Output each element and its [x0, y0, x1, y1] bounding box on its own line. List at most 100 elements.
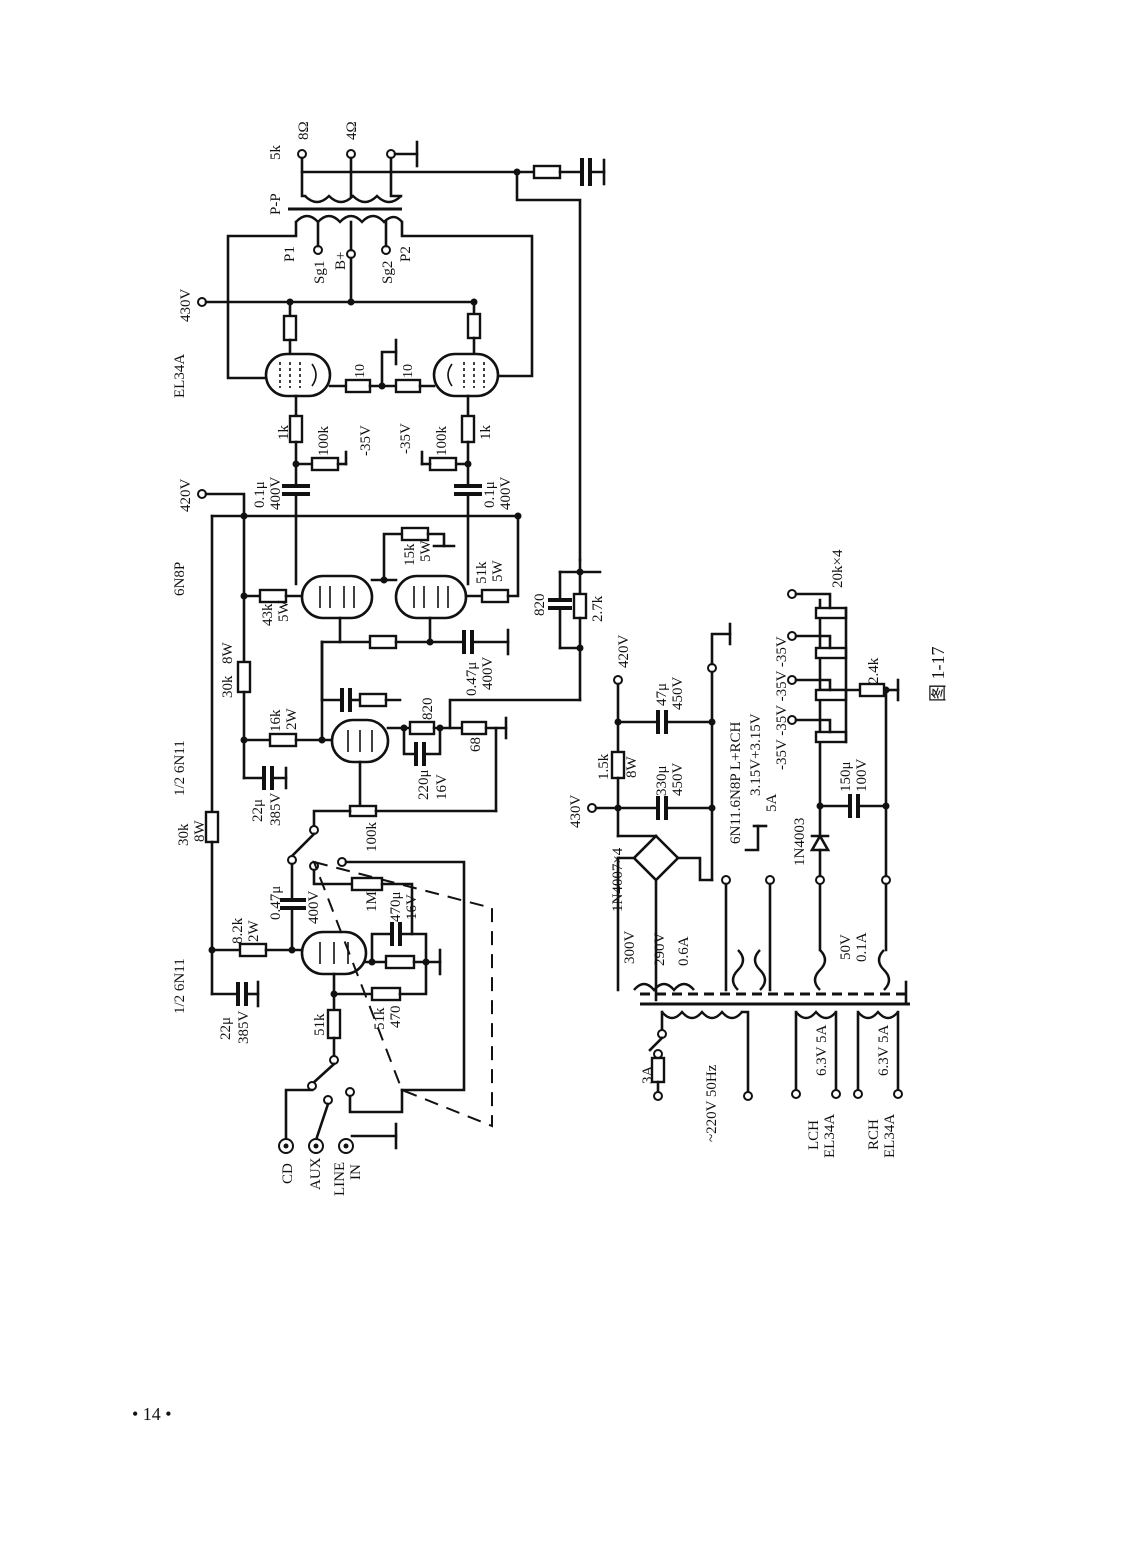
- label-68: 68: [468, 737, 484, 752]
- phase-splitter-stage: [197, 489, 602, 814]
- bridge-rectifier: [632, 834, 680, 882]
- rch-heater-terminal[interactable]: [853, 1089, 863, 1099]
- label-4ohm: 4Ω: [344, 121, 360, 140]
- label-047u-b-v: 400V: [480, 657, 496, 691]
- label-sg2: Sg2: [380, 261, 396, 284]
- label-30k-a: 30k: [220, 675, 236, 698]
- label-in-aux: AUX: [308, 1157, 324, 1190]
- label-16k: 16k: [268, 709, 284, 732]
- second-gain-stage: [236, 640, 508, 828]
- bias-pot-3[interactable]: [814, 688, 848, 702]
- label-ps-15k-w: 8W: [624, 756, 640, 779]
- label-cap-400v-b: 400V: [498, 477, 514, 511]
- label-82k-w: 2W: [246, 920, 262, 943]
- label-heater-b: 3.15V+3.15V: [748, 713, 764, 796]
- label-047u-b: 0.47μ: [464, 662, 480, 696]
- label-22u-b: 22μ: [218, 1017, 234, 1040]
- label-heater-c: 5A: [764, 794, 780, 813]
- label-bias-150u-v: 100V: [854, 759, 870, 793]
- label-bias-24k: 2.4k: [866, 657, 882, 684]
- power-supply: [587, 622, 910, 1101]
- label-cap-01u-a: 0.1μ: [252, 481, 268, 508]
- label-pot-100k: 100k: [364, 822, 380, 853]
- label-1k-b: 1k: [478, 425, 494, 441]
- label-6n11-half-a: 1/2 6N11: [172, 740, 188, 796]
- label-22u-b-v: 385V: [236, 1011, 252, 1045]
- label-ps-330u: 330μ: [654, 765, 670, 796]
- label-in-line: LINE: [332, 1162, 348, 1196]
- bias-supply: [787, 589, 900, 991]
- volume-potentiometer[interactable]: [348, 804, 378, 818]
- label-ps-47u-v: 450V: [670, 677, 686, 711]
- input-stage: [204, 810, 493, 1154]
- label-bias-01a: 0.1A: [854, 932, 870, 962]
- bias-pot-4[interactable]: [814, 730, 848, 744]
- label-22u-a: 22μ: [250, 799, 266, 822]
- label-047u-a: 0.47μ: [268, 886, 284, 920]
- label-220u: 220μ: [416, 769, 432, 800]
- label-ps-300v: 300V: [622, 931, 638, 965]
- label-51k-w: 5W: [490, 560, 506, 583]
- label-6n11-half-b: 1/2 6N11: [172, 958, 188, 1014]
- bias-pot-2[interactable]: [814, 646, 848, 660]
- label-p2: P2: [398, 246, 414, 262]
- label-ps-mains: ~220V 50Hz: [704, 1064, 720, 1142]
- label-30k-b-w: 8W: [192, 820, 208, 843]
- label-bias-150u: 150μ: [838, 761, 854, 792]
- output-stage: [197, 297, 500, 586]
- label-lch-v: 6.3V 5A: [814, 1024, 830, 1076]
- label-15k-w: 5W: [418, 540, 434, 563]
- label-470: 470: [388, 1006, 404, 1029]
- label-cap-01u-b: 0.1μ: [482, 481, 498, 508]
- label-100k-b: 100k: [434, 426, 450, 457]
- label-cap-400v-a: 400V: [268, 477, 284, 511]
- mains-neutral-terminal[interactable]: [743, 1091, 753, 1101]
- label-ps-15k: 1.5k: [596, 753, 612, 780]
- 6n8p-tube-left: [300, 574, 374, 620]
- label-1k-a: 1k: [276, 425, 292, 441]
- label-lch: LCH: [806, 1120, 822, 1150]
- feedback-resistor: [532, 164, 562, 180]
- label-43k-w: 5W: [276, 600, 292, 623]
- el34a-tube-right: [432, 352, 500, 398]
- label-grid-10-b: 10: [401, 364, 416, 378]
- label-neg35-b: -35V: [398, 423, 414, 454]
- label-820-fb: 820: [532, 594, 548, 617]
- label-51k: 51k: [474, 561, 490, 584]
- lch-heater-terminal[interactable]: [791, 1089, 801, 1099]
- label-in-in: IN: [348, 1164, 364, 1180]
- label-ps-330u-v: 450V: [670, 763, 686, 797]
- label-ps-06a: 0.6A: [676, 936, 692, 966]
- label-16k-w: 2W: [284, 708, 300, 731]
- label-ps-430v: 430V: [568, 795, 584, 829]
- label-pp: P-P: [268, 193, 284, 215]
- label-430v: 430V: [178, 289, 194, 323]
- label-heater-a: 6N11.6N8P L+RCH: [728, 721, 744, 844]
- label-420v: 420V: [178, 479, 194, 513]
- label-15k: 15k: [402, 543, 418, 566]
- label-220u-v: 16V: [434, 774, 450, 800]
- label-30k-b: 30k: [176, 823, 192, 846]
- mains-live-terminal[interactable]: [653, 1091, 663, 1101]
- label-51k-in: 51k: [312, 1013, 328, 1036]
- label-820-k: 820: [420, 698, 436, 721]
- label-rch-v: 6.3V 5A: [876, 1024, 892, 1076]
- label-lch-tube: EL34A: [822, 1114, 838, 1158]
- label-6n8p: 6N8P: [172, 562, 188, 596]
- label-neg35-a: -35V: [358, 425, 374, 456]
- 6n8p-tube-right: [394, 574, 468, 620]
- label-bias-diode: 1N4003: [792, 818, 808, 866]
- label-grid-10-a: 10: [353, 364, 368, 378]
- figure-caption: 图 1-17: [928, 647, 948, 703]
- output-transformer: [226, 140, 606, 562]
- label-rch: RCH: [866, 1119, 882, 1150]
- label-30k-a-w: 8W: [220, 642, 236, 665]
- bias-pot-1[interactable]: [814, 606, 848, 620]
- label-el34a: EL34A: [172, 354, 188, 398]
- labels: 8Ω 4Ω 5k P-P P1 Sg1 B+ Sg2 P2 430V EL34A…: [132, 121, 948, 1424]
- page-number: • 14 •: [132, 1404, 172, 1424]
- label-p1: P1: [282, 246, 298, 262]
- label-43k: 43k: [260, 603, 276, 626]
